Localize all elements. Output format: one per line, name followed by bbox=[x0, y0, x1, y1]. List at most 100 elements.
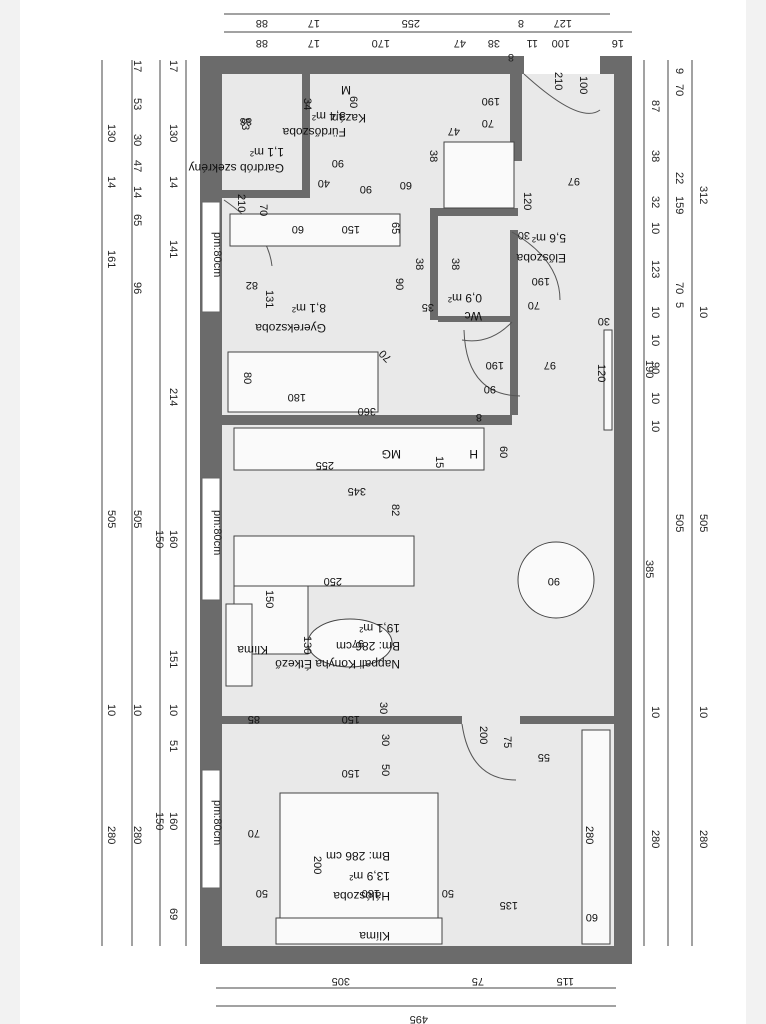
dims-bottom: 305 75 115 495 bbox=[332, 975, 574, 1024]
label-m: M bbox=[341, 83, 351, 97]
inner-walls bbox=[222, 56, 614, 724]
dim-right-a-16: 10 bbox=[649, 706, 661, 718]
num-47: 47 bbox=[448, 125, 460, 137]
num-90-e: 90 bbox=[548, 575, 560, 587]
room-name-gardrob: Gardrób szekrény bbox=[189, 161, 284, 175]
room-area-nappali: 19,1 m² bbox=[359, 621, 400, 635]
dim-left-a-8: 10 bbox=[131, 704, 143, 716]
dim-top2-1: 17 bbox=[308, 37, 320, 49]
dim-left-d-6: 150 bbox=[153, 812, 165, 830]
room-name-eloszoba: Előszoba bbox=[516, 251, 566, 265]
dim-top2-6: 100 bbox=[552, 37, 570, 49]
num-70-d: 70 bbox=[377, 347, 394, 364]
room-name-wc: Wc bbox=[465, 309, 482, 323]
dim-left-d-4: 51 bbox=[167, 740, 179, 752]
num-30-d: 30 bbox=[379, 734, 391, 746]
dim-left-d-1: 160 bbox=[167, 530, 179, 548]
dim-bottom-2: 115 bbox=[556, 975, 574, 987]
num-15: 15 bbox=[433, 456, 445, 468]
dim-right-b-2: 385 bbox=[643, 560, 655, 578]
num-35: 35 bbox=[422, 301, 434, 313]
num-30-c: 30 bbox=[377, 702, 389, 714]
dim-right-a-0: 9 bbox=[673, 68, 685, 74]
dim-right-a-17: 280 bbox=[649, 830, 661, 848]
num-97-a: 97 bbox=[568, 175, 580, 187]
num-34: 34 bbox=[301, 98, 313, 110]
dim-top2-5: 11 bbox=[527, 37, 538, 49]
dim-left-a-6: 96 bbox=[131, 282, 143, 294]
dim-top1-2: 255 bbox=[402, 17, 420, 29]
dim-bottom-0: 305 bbox=[332, 975, 350, 987]
num-130: 130 bbox=[301, 636, 313, 654]
num-60-d: 60 bbox=[497, 446, 509, 458]
num-50-c: 50 bbox=[442, 887, 454, 899]
dim-bottom-total: 495 bbox=[410, 1013, 428, 1024]
num-210-b: 210 bbox=[235, 194, 247, 212]
num-70-e: 70 bbox=[248, 827, 260, 839]
dim-right-a-4: 22 bbox=[673, 172, 685, 184]
num-80: 80 bbox=[241, 372, 253, 384]
label-pm-1: pm:80cm bbox=[211, 232, 223, 277]
dim-right-a-3: 38 bbox=[649, 150, 661, 162]
num-360: 360 bbox=[358, 405, 376, 417]
num-120-a: 120 bbox=[521, 192, 533, 210]
dim-right-a-9: 5 bbox=[673, 302, 685, 308]
dims-top: 88 17 255 8 127 88 17 170 47 38 11 100 1… bbox=[256, 17, 624, 63]
label-klima-living: Klíma bbox=[237, 643, 268, 657]
dim-right-c-0: 312 bbox=[697, 186, 709, 204]
num-280: 280 bbox=[583, 826, 595, 844]
dim-left-d-5: 160 bbox=[167, 812, 179, 830]
num-190-c: 190 bbox=[486, 359, 504, 371]
num-30-a: 30 bbox=[518, 229, 530, 241]
dim-right-c-4: 280 bbox=[697, 830, 709, 848]
dim-right-a-14: 10 bbox=[649, 420, 661, 432]
dim-right-a-11: 10 bbox=[649, 334, 661, 346]
dim-right-a-6: 10 bbox=[649, 222, 661, 234]
num-70-b: 70 bbox=[257, 204, 269, 216]
dim-top1-3: 8 bbox=[518, 17, 524, 29]
room-area-furdo: 3,4 m² bbox=[312, 109, 346, 123]
num-38-b: 38 bbox=[413, 258, 425, 270]
dim-left-a-0: 17 bbox=[131, 60, 143, 72]
dim-left-c-4: 214 bbox=[167, 388, 179, 406]
dim-top2-4: 38 bbox=[488, 37, 500, 49]
dim-right-c-1: 10 bbox=[697, 306, 709, 318]
dim-right-a-15: 505 bbox=[673, 514, 685, 532]
num-90-c: 90 bbox=[393, 278, 405, 290]
dim-bottom-1: 75 bbox=[472, 975, 484, 987]
dim-right-b-1: 190 bbox=[643, 360, 655, 378]
num-180-b: 180 bbox=[362, 887, 380, 899]
dim-right-b-0: 159 bbox=[673, 196, 685, 214]
num-38-c: 38 bbox=[449, 258, 461, 270]
num-100: 100 bbox=[577, 76, 589, 94]
num-65: 65 bbox=[389, 222, 401, 234]
dim-top1-0: 88 bbox=[256, 17, 268, 29]
num-40: 40 bbox=[318, 177, 330, 189]
floorplan-drawing bbox=[200, 56, 632, 964]
dim-left-d-0: 150 bbox=[153, 530, 165, 548]
room-area-gyerek: 8,1 m² bbox=[292, 301, 326, 315]
labels-layer: Nappali Konyha Étkező Bm: 286 cm 19,1 m²… bbox=[101, 13, 709, 1024]
num-250: 250 bbox=[324, 575, 342, 587]
num-150-d: 150 bbox=[342, 767, 360, 779]
room-height-halo: Bm: 286 cm bbox=[326, 849, 390, 863]
dim-right-a-2: 87 bbox=[649, 100, 661, 112]
dim-top-small: 8 bbox=[508, 51, 514, 63]
num-190-b: 190 bbox=[532, 275, 550, 287]
num-8: 8 bbox=[476, 411, 482, 423]
dim-right-a-13: 10 bbox=[649, 392, 661, 404]
num-120-b: 120 bbox=[595, 364, 607, 382]
num-53: 53 bbox=[239, 118, 251, 130]
dim-top2-7: 16 bbox=[612, 37, 624, 49]
dim-top1-4: 127 bbox=[554, 17, 572, 29]
dim-left-b-0: 130 bbox=[105, 124, 117, 142]
windows bbox=[201, 201, 221, 889]
num-150-a: 150 bbox=[342, 223, 360, 235]
dims-left: 17 53 30 47 14 65 96 505 10 280 130 14 1… bbox=[105, 60, 179, 920]
room-name-halo: Hálószoba bbox=[333, 889, 390, 903]
num-90-a: 90 bbox=[332, 157, 344, 169]
dim-left-d-7: 69 bbox=[167, 908, 179, 920]
dim-left-b-5: 280 bbox=[105, 826, 117, 844]
room-area-halo: 13,9 m² bbox=[349, 869, 390, 883]
num-255: 255 bbox=[316, 459, 334, 471]
